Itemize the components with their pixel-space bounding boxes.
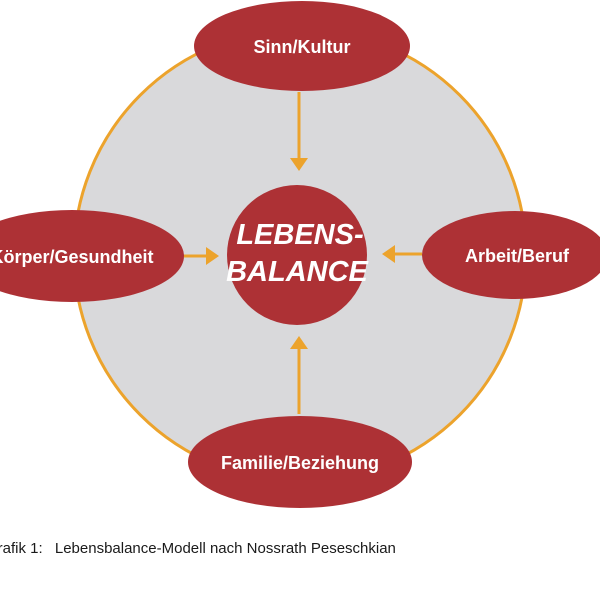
node-right-ellipse [422, 211, 600, 299]
node-bottom-ellipse [188, 416, 412, 508]
figure-caption: Grafik 1: Lebensbalance-Modell nach Noss… [0, 540, 396, 557]
arrow-left [184, 247, 219, 265]
arrow-top [290, 92, 308, 171]
node-left-label: Körper/Gesundheit [0, 247, 154, 267]
caption-prefix: Grafik 1: [0, 540, 43, 557]
arrow-right [382, 245, 422, 263]
center-label-line2: BALANCE [226, 256, 369, 288]
arrow-group [184, 92, 422, 414]
node-right-label: Arbeit/Beruf [465, 246, 570, 266]
center-label-line1: LEBENS- [236, 219, 363, 251]
caption-text: Lebensbalance-Modell nach Nossrath Peses… [54, 540, 396, 557]
node-bottom-label: Familie/Beziehung [221, 453, 379, 473]
node-top-label: Sinn/Kultur [254, 37, 351, 57]
center-circle [227, 185, 367, 325]
node-top-ellipse [194, 1, 410, 91]
arrow-bottom [290, 336, 308, 414]
node-left-ellipse [0, 210, 184, 302]
